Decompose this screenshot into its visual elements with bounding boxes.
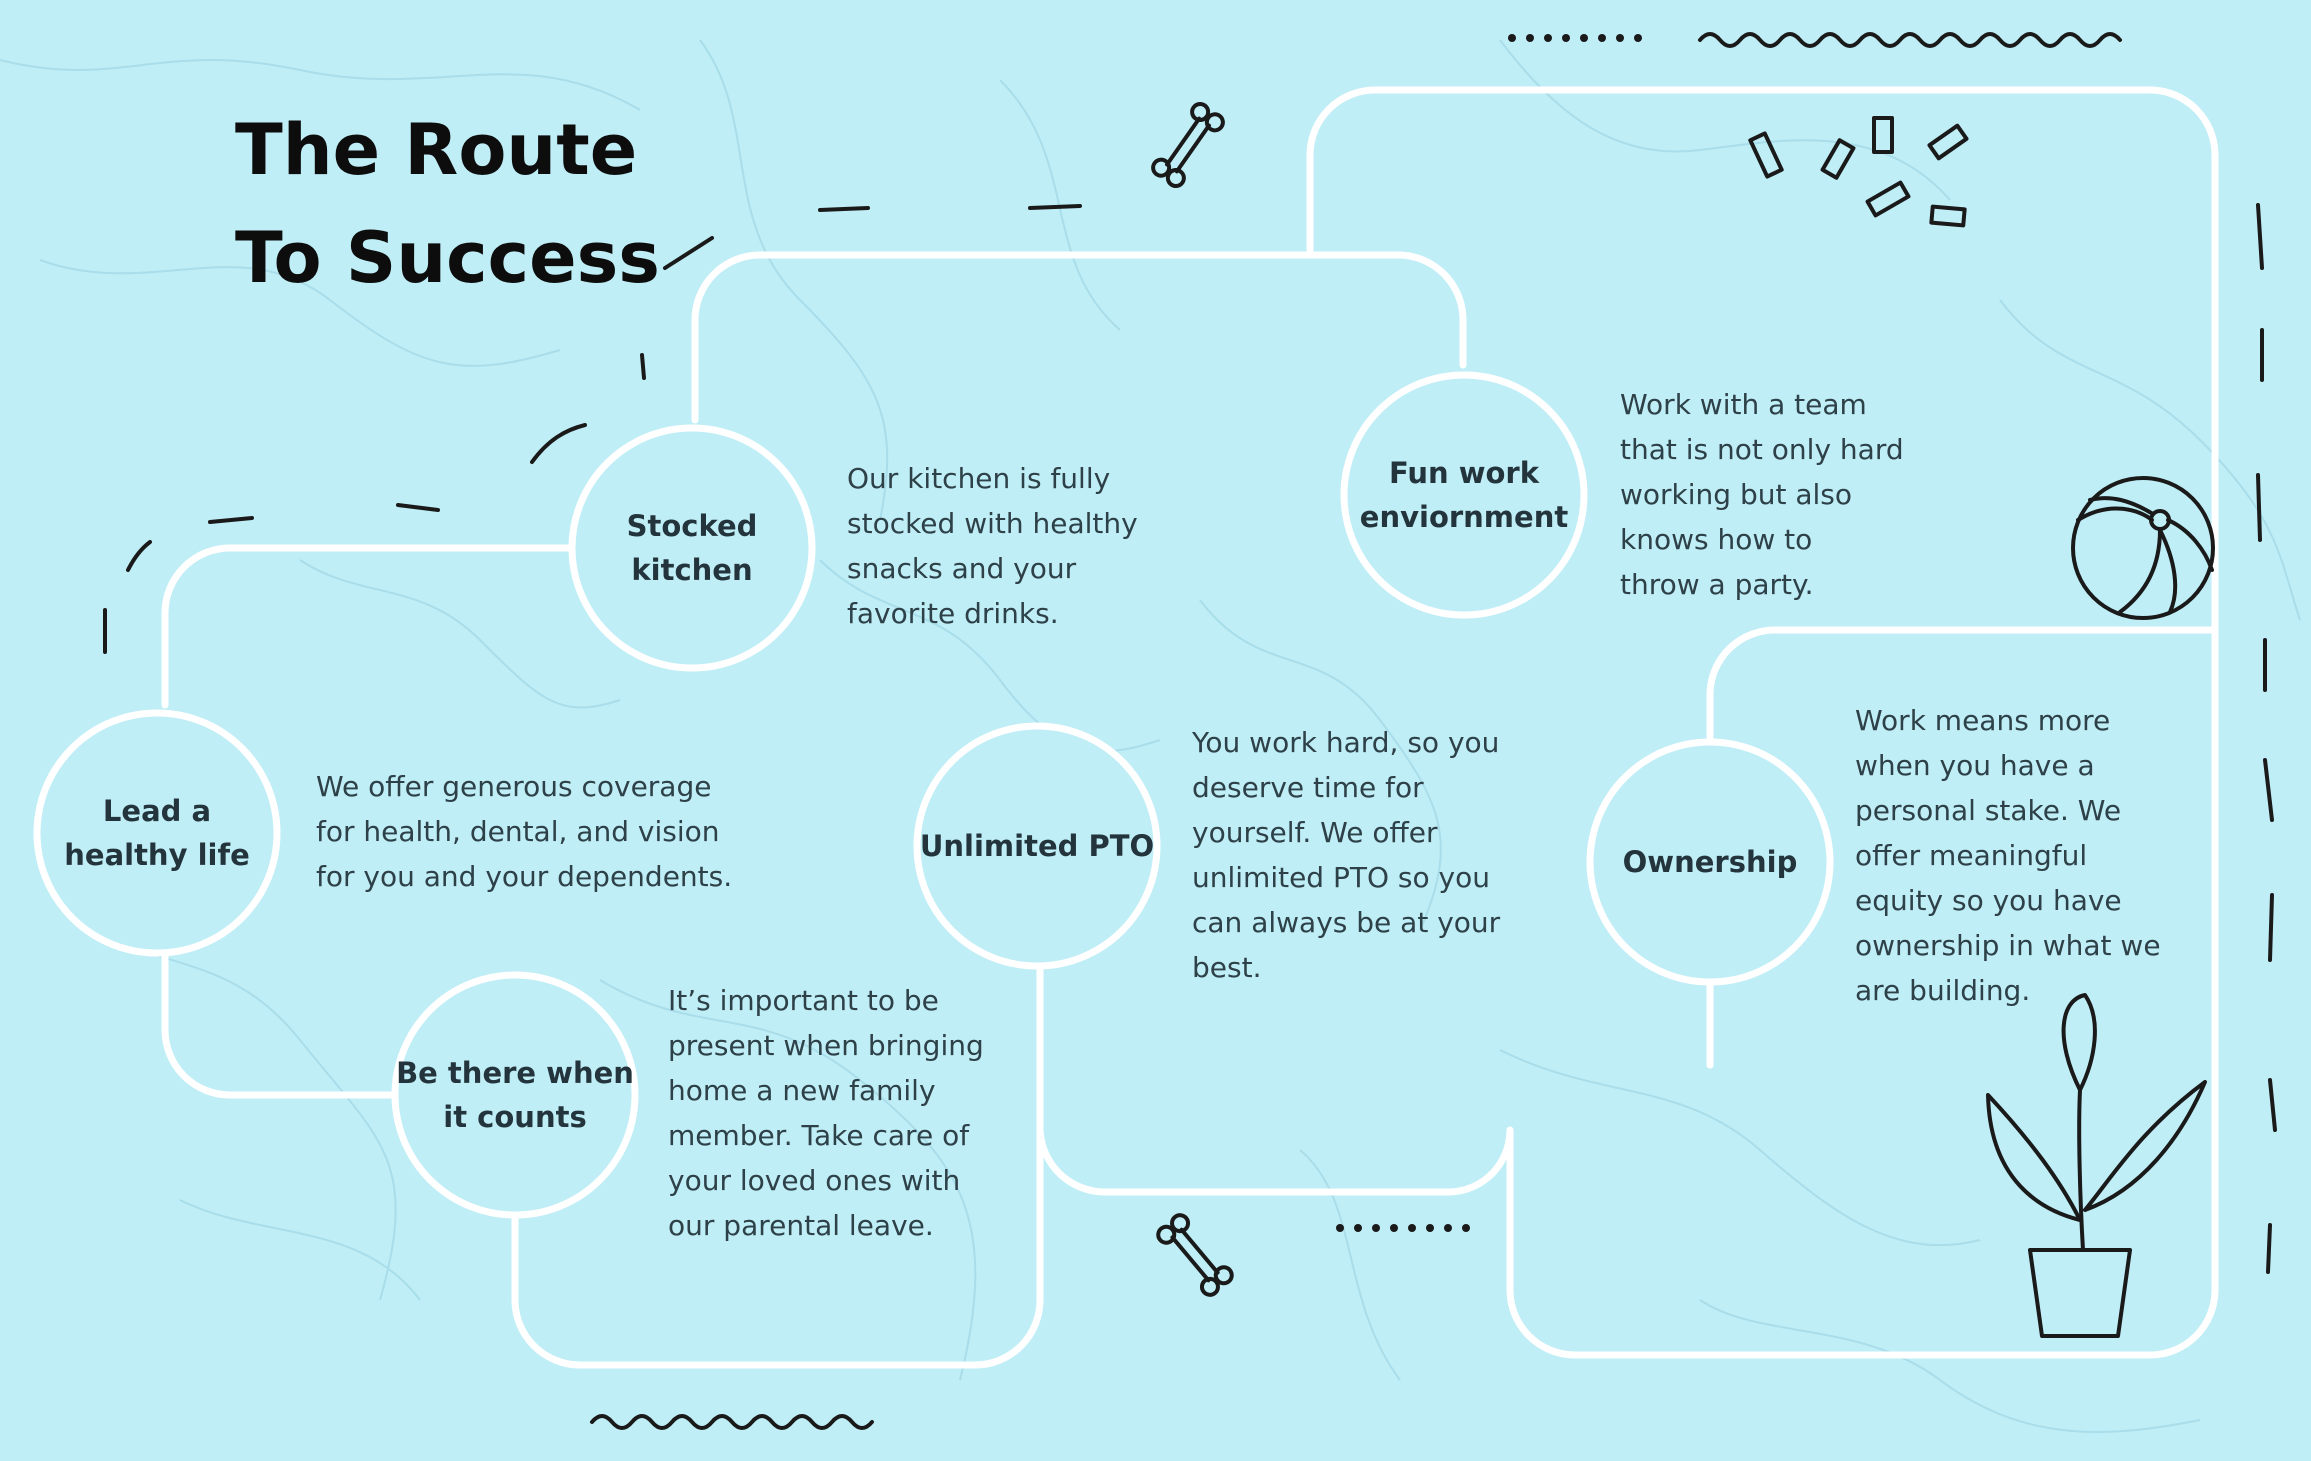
node-circle-ownership xyxy=(1586,738,1834,986)
node-label-kitchen: Stocked kitchen xyxy=(626,509,758,587)
node-label-parental: Be there when it counts xyxy=(396,1056,634,1134)
description-kitchen: Our kitchen is fully stocked with health… xyxy=(847,462,1138,630)
description-ownership: Work means more when you have a personal… xyxy=(1855,704,2161,1007)
squiggle xyxy=(1698,32,2122,48)
squiggle xyxy=(590,1414,874,1430)
node-label-pto: Unlimited PTO xyxy=(919,829,1155,863)
description-fun: Work with a team that is not only hard w… xyxy=(1620,388,1904,601)
node-circle-fun xyxy=(1340,371,1588,619)
plant-icon xyxy=(1986,993,2207,1338)
bone-icon xyxy=(1151,101,1225,189)
dots xyxy=(1336,34,1642,1232)
bone-icon xyxy=(1156,1213,1234,1297)
node-label-ownership: Ownership xyxy=(1622,845,1798,879)
node-circle-kitchen xyxy=(568,424,816,672)
confetti-icon xyxy=(1748,116,1969,228)
dashed-line xyxy=(103,203,2277,1274)
node-label-health: Lead a healthy life xyxy=(64,794,250,872)
title-line-2: To Success xyxy=(235,217,660,299)
description-pto: You work hard, so you deserve time for y… xyxy=(1192,726,1501,984)
title-line-1: The Route xyxy=(235,109,638,191)
description-health: We offer generous coverage for health, d… xyxy=(316,770,733,893)
node-circle-health xyxy=(33,709,281,957)
page-title: The Route To Success xyxy=(235,96,660,312)
node-label-fun: Fun work enviornment xyxy=(1359,456,1569,534)
node-circle-pto xyxy=(913,722,1161,970)
description-parental: It’s important to be present when bringi… xyxy=(668,984,984,1242)
node-circle-parental xyxy=(391,971,639,1219)
beach-ball-icon xyxy=(2071,476,2215,620)
